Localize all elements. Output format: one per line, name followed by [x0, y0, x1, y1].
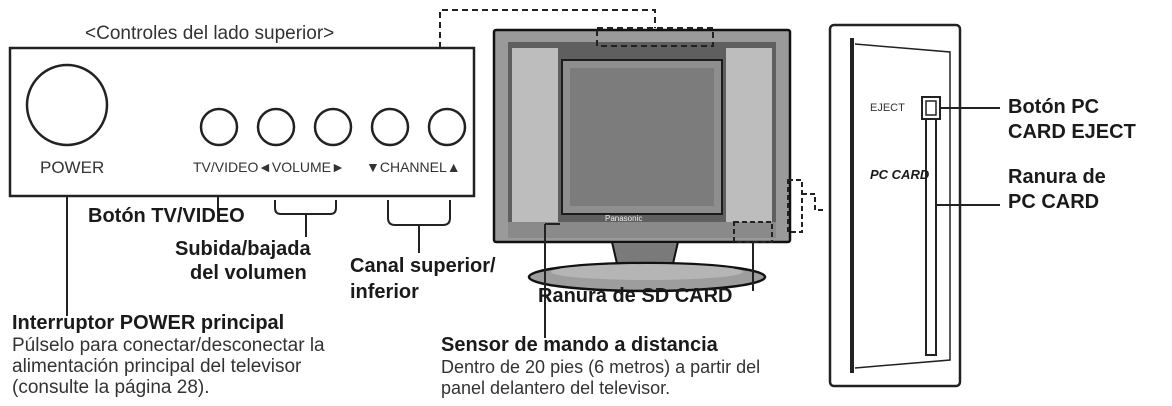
channel-down-button	[370, 107, 410, 147]
volume-callout-line-2: del volumen	[190, 262, 307, 284]
volume-callout-line-1: Subida/bajada	[175, 238, 311, 260]
volume-label: ◄VOLUME►	[258, 159, 345, 175]
pc-card-eject-callout-line-2: CARD EJECT	[1008, 121, 1136, 143]
channel-label: ▼CHANNEL▲	[366, 159, 461, 175]
side-panel-link	[802, 193, 826, 211]
remote-sensor-text-line: panel delantero del televisor.	[441, 378, 671, 398]
main-power-text-line: (consulte la página 28).	[12, 377, 210, 398]
volume-up-button	[313, 107, 353, 147]
sd-card-callout: Ranura de SD CARD	[538, 285, 733, 307]
remote-sensor-callout-title: Sensor de mando a distancia	[441, 334, 718, 356]
main-power-callout-title: Interruptor POWER principal	[12, 312, 285, 334]
top-panel-link	[439, 9, 656, 48]
television	[492, 28, 792, 293]
power-button	[25, 63, 109, 147]
remote-sensor-text-line: Dentro de 20 pies (6 metros) a partir de…	[441, 357, 761, 377]
channel-up-button	[427, 107, 467, 147]
remote-sensor-callout-text: Dentro de 20 pies (6 metros) a partir de…	[441, 357, 841, 399]
channel-callout-line-2: inferior	[350, 281, 419, 303]
side-leader-lines	[936, 107, 1000, 206]
pc-card-slot-callout-line-1: Ranura de	[1008, 166, 1106, 188]
pc-card-slot-callout-line-2: PC CARD	[1008, 191, 1100, 213]
pc-card-logo: PC CARD	[870, 167, 930, 182]
volume-down-button	[256, 107, 296, 147]
side-panel	[828, 23, 962, 388]
tv-brand-logo: Panasonic	[605, 214, 643, 223]
tv-video-label: TV/VIDEO	[193, 159, 259, 175]
tv-video-callout: Botón TV/VIDEO	[88, 205, 245, 227]
eject-label: EJECT	[870, 102, 905, 114]
tv-leader-lines	[544, 223, 754, 338]
pc-card-eject-callout-line-1: Botón PC	[1008, 96, 1100, 118]
main-power-text-line: Púlselo para conectar/desconectar la	[12, 335, 325, 356]
main-power-callout-text: Púlselo para conectar/desconectar la ali…	[12, 335, 432, 398]
top-controls-highlight	[596, 27, 714, 47]
panel-leader-lines	[66, 196, 451, 316]
side-slot-highlight	[787, 179, 803, 233]
top-controls-title: <Controles del lado superior>	[85, 23, 335, 44]
main-power-text-line: alimentación principal del televisor	[12, 356, 302, 377]
tv-video-button	[199, 107, 239, 147]
channel-callout-line-1: Canal superior/	[350, 255, 496, 277]
power-label: POWER	[40, 158, 105, 177]
